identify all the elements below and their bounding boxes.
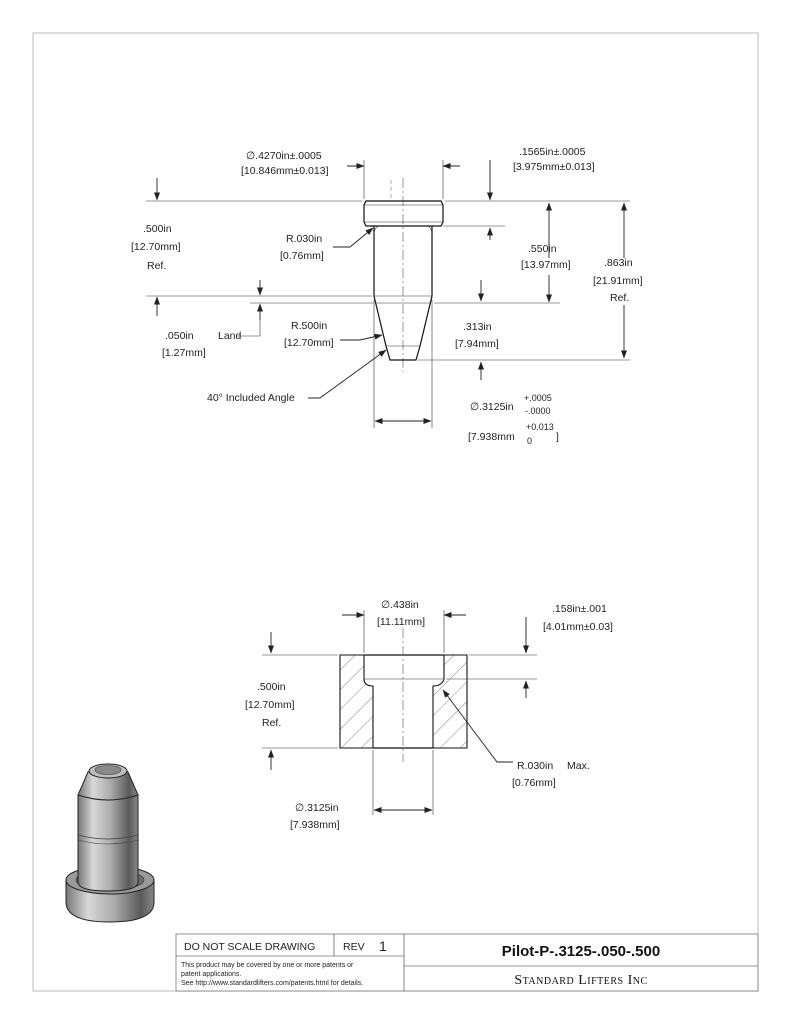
- land-in: .050in: [165, 330, 194, 342]
- bore-diameter-mm: [11.11mm]: [377, 616, 425, 628]
- depth-mm: [12.70mm]: [245, 699, 295, 711]
- shank-length-mm: [13.97mm]: [521, 259, 571, 271]
- corner-radius-in: R.030in: [517, 760, 553, 772]
- pilot-tol-in-lower: -.0000: [525, 406, 551, 416]
- depth-in: .500in: [257, 681, 286, 693]
- ref-length-ref: Ref.: [147, 260, 166, 272]
- rev-label: REV: [343, 941, 365, 953]
- title-block: DO NOT SCALE DRAWING REV 1 This product …: [175, 933, 759, 992]
- bore-dimension-text: ∅.438in [11.11mm] .158in±.001 [4.01mm±0.…: [245, 599, 613, 831]
- land-mm: [1.27mm]: [162, 347, 206, 359]
- counterbore-depth-mm: [4.01mm±0.03]: [543, 621, 613, 633]
- patent-note-line1: This product may be covered by one or mo…: [181, 962, 354, 969]
- bore-diameter-in: ∅.438in: [381, 599, 419, 611]
- pilot-dimension-lines: [146, 160, 630, 428]
- nose-radius-in: R.500in: [291, 320, 327, 332]
- pilot-diameter-in: ∅.3125in: [470, 401, 514, 413]
- hole-diameter-in: ∅.3125in: [295, 802, 339, 814]
- fillet-radius-mm: [0.76mm]: [280, 250, 324, 262]
- nose-length-in: .313in: [463, 321, 492, 333]
- fillet-radius-in: R.030in: [286, 233, 322, 245]
- land-label: Land: [218, 330, 242, 342]
- corner-radius-max: Max.: [567, 760, 590, 772]
- pilot-dimension-text: ∅.4270in±.0005 [10.846mm±0.013] .1565in±…: [131, 146, 643, 446]
- company-name: Standard Lifters Inc: [514, 973, 647, 988]
- included-angle-note: 40° Included Angle: [207, 392, 295, 404]
- patent-note-line3: See http://www.standardlifters.com/paten…: [181, 980, 363, 987]
- overall-length-in: .863in: [604, 257, 633, 269]
- part-number: Pilot-P-.3125-.050-.500: [502, 943, 660, 960]
- depth-ref: Ref.: [262, 717, 281, 729]
- head-diameter-mm: [10.846mm±0.013]: [241, 165, 329, 177]
- pilot-bracket-close: ]: [556, 431, 559, 443]
- pilot-tol-mm-lower: 0: [527, 436, 532, 446]
- bore-section-view: [339, 628, 468, 762]
- overall-length-ref: Ref.: [610, 292, 629, 304]
- ref-length-in: .500in: [143, 223, 172, 235]
- shank-length-in: .550in: [528, 243, 557, 255]
- head-thickness-in: .1565in±.0005: [519, 146, 586, 158]
- nose-radius-mm: [12.70mm]: [284, 337, 334, 349]
- rev-value: 1: [379, 938, 387, 954]
- pilot-isometric-render: [65, 763, 155, 923]
- sheet-border: [32, 32, 759, 992]
- pilot-diameter-mm: [7.938mm: [468, 431, 515, 443]
- pilot-side-view: [363, 178, 444, 372]
- overall-length-mm: [21.91mm]: [593, 275, 643, 287]
- counterbore-depth-in: .158in±.001: [552, 603, 607, 615]
- nose-length-mm: [7.94mm]: [455, 338, 499, 350]
- ref-length-mm: [12.70mm]: [131, 241, 181, 253]
- head-thickness-mm: [3.975mm±0.013]: [513, 161, 595, 173]
- patent-note-line2: patent applications.: [181, 971, 241, 978]
- pilot-tol-in-upper: +.0005: [524, 393, 552, 403]
- pilot-tol-mm-upper: +0.013: [526, 422, 554, 432]
- head-diameter-in: ∅.4270in±.0005: [246, 150, 322, 162]
- do-not-scale-note: DO NOT SCALE DRAWING: [184, 941, 315, 953]
- corner-radius-mm: [0.76mm]: [512, 777, 556, 789]
- bore-dimension-lines: [262, 610, 537, 815]
- hole-diameter-mm: [7.938mm]: [290, 819, 340, 831]
